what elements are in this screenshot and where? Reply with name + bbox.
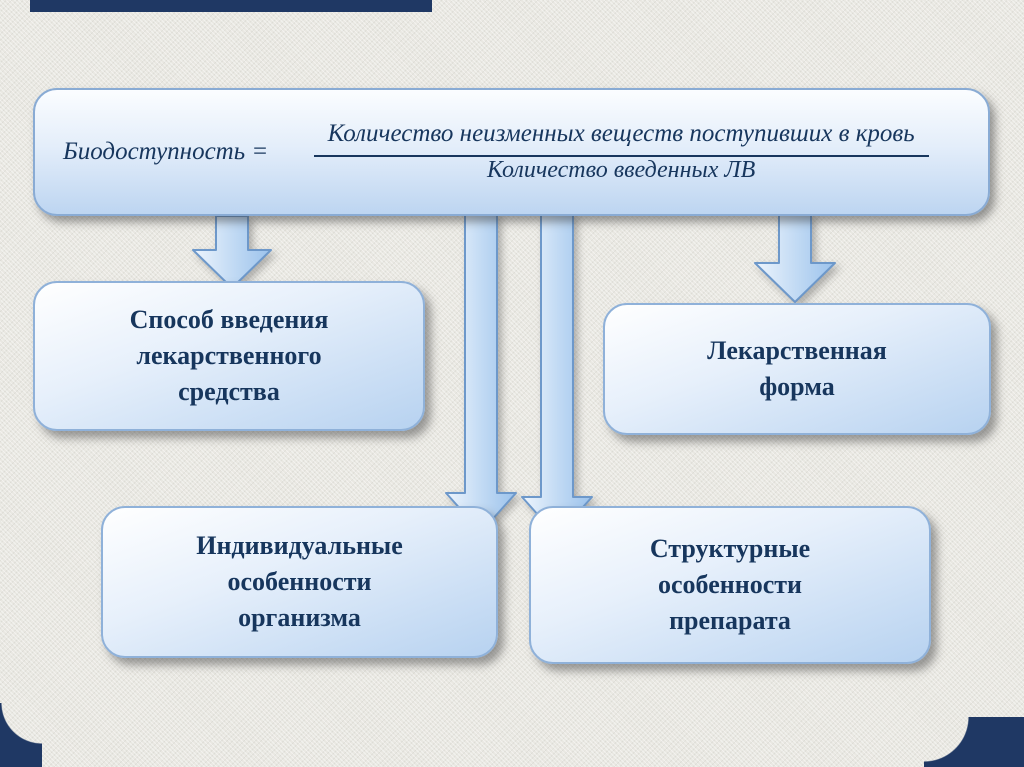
formula-fraction: Количество неизменных веществ поступивши… [282,120,960,184]
bottom-right-corner-accent [924,717,1024,767]
box-dosage-form-label: Лекарственная форма [707,336,887,401]
down-arrow-to-individual [445,213,517,533]
box-administration-method-label: Способ введения лекарственного средства [129,305,329,406]
formula-box: Биодоступность = Количество неизменных в… [33,88,990,216]
top-accent-bar [30,0,432,12]
box-structural-features-label: Структурные особенности препарата [649,534,811,635]
down-arrow-to-administration [192,215,272,289]
box-dosage-form: Лекарственная форма [603,303,991,435]
box-administration-method: Способ введения лекарственного средства [33,281,425,431]
down-arrow-to-dosage-form [754,213,836,303]
down-arrow-to-structural [521,213,593,537]
box-structural-features: Структурные особенности препарата [529,506,931,664]
box-individual-characteristics-label: Индивидуальные особенности организма [196,531,403,632]
formula-denominator: Количество введенных ЛВ [486,157,756,183]
box-individual-characteristics: Индивидуальные особенности организма [101,506,498,658]
formula-lhs: Биодоступность = [63,138,269,165]
bottom-left-corner-accent [0,703,42,767]
formula-numerator: Количество неизменных веществ поступивши… [313,120,929,157]
